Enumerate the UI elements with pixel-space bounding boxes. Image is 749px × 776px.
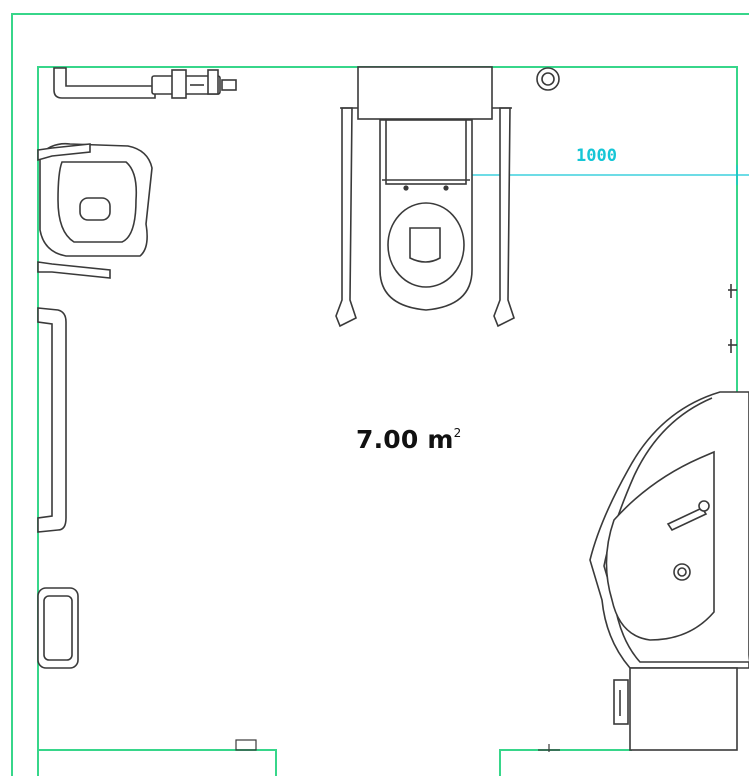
outer-wall — [11, 13, 749, 776]
shower-rail — [53, 67, 237, 99]
area-superscript: 2 — [453, 426, 462, 440]
counter-handle — [613, 679, 629, 725]
cistern — [357, 66, 493, 120]
flush-button-icon — [221, 79, 237, 91]
room-area-label: 7.00 m2 — [356, 425, 461, 454]
tap-knob — [698, 500, 710, 512]
mixer-knob-2 — [207, 69, 219, 95]
toilet — [335, 66, 515, 328]
door-stop-left — [235, 739, 257, 751]
door-stop-right — [538, 744, 560, 752]
fixing-dot-right — [443, 185, 449, 191]
basin-drain-inner — [677, 567, 687, 577]
door-gap-bottom — [38, 749, 632, 776]
door-marks — [235, 739, 560, 752]
wall-fittings — [728, 284, 737, 353]
counter-body — [629, 667, 738, 751]
wash-basin-icon — [605, 450, 715, 641]
shower-seat — [37, 142, 153, 279]
grab-bar-icon — [53, 67, 156, 99]
counter-block — [613, 667, 738, 751]
wash-basin — [589, 391, 749, 669]
seat-hinge-top — [37, 143, 91, 162]
waste-bin — [37, 587, 79, 669]
floor-drain — [536, 67, 560, 91]
drain-inner — [541, 72, 555, 86]
bin-inner — [43, 595, 73, 661]
basin-tap — [666, 506, 708, 532]
dimension-label: 1000 — [576, 146, 617, 166]
support-rail-left — [335, 107, 357, 328]
mixer-knob — [171, 69, 187, 99]
support-rail-right — [493, 107, 515, 328]
grab-bar-icon — [37, 307, 67, 533]
vertical-grab-bar — [37, 307, 67, 533]
seat-hinge-bottom — [37, 261, 111, 279]
dimension-line — [450, 165, 749, 185]
seat-handle — [79, 197, 111, 221]
cistern-lid — [385, 119, 467, 185]
fixing-dot-left — [403, 185, 409, 191]
area-value: 7.00 m — [356, 425, 454, 454]
toilet-seat-opening — [409, 227, 441, 263]
